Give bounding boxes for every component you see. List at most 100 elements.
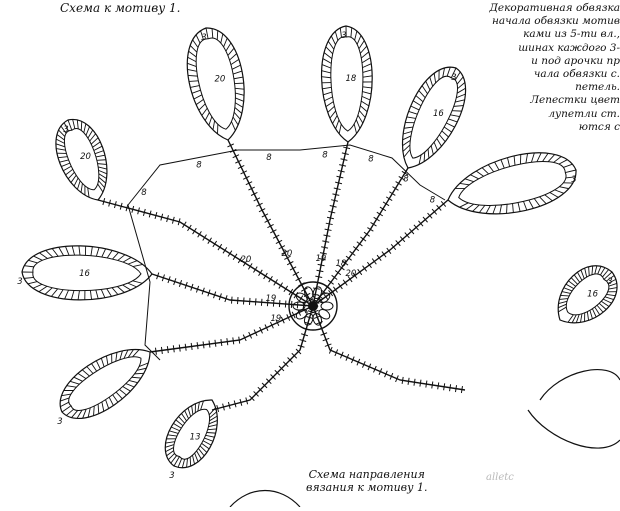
stem-stitch bbox=[316, 270, 323, 271]
petal-stitch bbox=[81, 183, 82, 192]
stem-stitch bbox=[203, 341, 204, 348]
petal-stitch bbox=[235, 93, 244, 95]
petal-stitch bbox=[208, 429, 217, 430]
petal-stitch bbox=[169, 431, 178, 434]
petal-stitch bbox=[233, 117, 238, 125]
petal-stitch bbox=[88, 188, 89, 198]
petal-stitch bbox=[333, 115, 338, 123]
stem-stitch bbox=[325, 229, 332, 230]
petal-stitch bbox=[363, 70, 372, 73]
petal-stitch bbox=[109, 397, 113, 405]
petal-stitch bbox=[96, 155, 105, 157]
petal-stitch bbox=[419, 91, 425, 98]
petal-stitch bbox=[82, 370, 89, 376]
tail-stitch bbox=[432, 382, 433, 389]
petal-tip-label: 3 bbox=[63, 125, 68, 135]
note-line: чала обвязки с. bbox=[448, 68, 620, 81]
petal-stitch bbox=[39, 286, 47, 291]
petal-stitch bbox=[91, 247, 92, 256]
petal-stitch bbox=[78, 291, 79, 300]
petal-stitch bbox=[600, 268, 605, 275]
stem-stitch bbox=[377, 255, 381, 261]
petal-stitch bbox=[207, 432, 216, 433]
petal-stitch bbox=[77, 181, 80, 190]
petal-stitch bbox=[88, 130, 93, 138]
petal-stitch bbox=[235, 88, 244, 89]
petal-stitch bbox=[209, 117, 212, 126]
petal-stitch bbox=[213, 121, 215, 130]
petal-stitch bbox=[132, 377, 141, 378]
petal-stitch bbox=[194, 95, 202, 99]
petal-stitch bbox=[182, 413, 187, 420]
stem-stitch bbox=[343, 280, 347, 286]
petal-stitch bbox=[328, 106, 335, 112]
stem-stitch bbox=[167, 346, 168, 353]
petal-stitch bbox=[443, 68, 445, 77]
petal-stitch bbox=[101, 358, 104, 367]
petal-stitch bbox=[466, 204, 474, 209]
petal-stitch bbox=[188, 408, 191, 417]
petal-stitch bbox=[354, 124, 356, 134]
petal-stitch bbox=[87, 367, 93, 374]
petal-stitch bbox=[133, 264, 143, 266]
petal-stitch bbox=[60, 398, 69, 401]
petal-stitch bbox=[201, 401, 204, 410]
petal-stitch bbox=[595, 266, 597, 274]
petal-stitch bbox=[24, 277, 34, 278]
stem-stitch bbox=[243, 298, 244, 305]
petal-stitch bbox=[101, 289, 105, 297]
petal-stitch bbox=[363, 87, 372, 88]
petal-stitch bbox=[165, 445, 174, 448]
petal-stitch bbox=[226, 43, 231, 51]
petal-stitch bbox=[235, 103, 243, 108]
note-line: и под арочки пр bbox=[448, 55, 620, 68]
petal-stitch bbox=[70, 381, 79, 384]
petal-stitch bbox=[96, 290, 98, 299]
petal-stitch bbox=[518, 203, 520, 212]
petal-stitch bbox=[123, 285, 131, 290]
petal-stitch bbox=[589, 267, 590, 276]
petal-stitch bbox=[323, 92, 332, 95]
petal-stitch bbox=[501, 160, 504, 169]
petal-stitch bbox=[323, 59, 331, 64]
petal-stitch bbox=[126, 384, 134, 387]
petal-stitch bbox=[129, 380, 138, 382]
petal-stitch bbox=[493, 205, 496, 214]
petal-stitch bbox=[120, 351, 123, 360]
tail-stitch bbox=[402, 377, 403, 384]
petal-stitch bbox=[326, 102, 333, 107]
direction-caption: Схема направления вязания к мотиву 1. bbox=[306, 468, 427, 494]
petal-stitch bbox=[66, 169, 73, 175]
petal-stitch bbox=[592, 266, 593, 275]
petal-stitch bbox=[424, 152, 425, 162]
stem-stitch bbox=[285, 301, 286, 308]
petal-stitch bbox=[322, 65, 331, 69]
petal-stitch bbox=[404, 127, 413, 128]
note-line: начала обвязки мотив bbox=[448, 15, 620, 28]
diagram-title: Схема к мотиву 1. bbox=[60, 2, 180, 15]
petal-stitch bbox=[335, 31, 338, 40]
tail-stitch bbox=[438, 382, 439, 389]
petal-stitch bbox=[195, 453, 198, 462]
petal-stitch bbox=[45, 288, 52, 295]
stem-stitch bbox=[326, 223, 333, 224]
stem-stitch bbox=[173, 345, 174, 352]
petal-stitch bbox=[98, 167, 107, 169]
petal-stitch bbox=[192, 90, 201, 93]
petal-stitch bbox=[78, 373, 86, 378]
petal-stitch bbox=[74, 178, 78, 186]
petal-stitch bbox=[116, 352, 117, 361]
petal-8: 313 bbox=[165, 400, 217, 481]
note-line: лупетли ст. bbox=[448, 108, 620, 121]
petal-stitch bbox=[473, 205, 480, 211]
petal-stitch bbox=[117, 286, 124, 292]
petal-stitch bbox=[439, 135, 445, 142]
petal-stitch bbox=[59, 160, 68, 162]
petal-stitch bbox=[328, 41, 334, 49]
petal-stitch bbox=[231, 121, 235, 130]
petal-stitch bbox=[355, 31, 357, 40]
stem-stitch bbox=[324, 294, 328, 300]
petal-tip-label: 3 bbox=[607, 277, 612, 287]
petal-stitch bbox=[558, 307, 566, 312]
stem-stitch bbox=[363, 266, 367, 272]
